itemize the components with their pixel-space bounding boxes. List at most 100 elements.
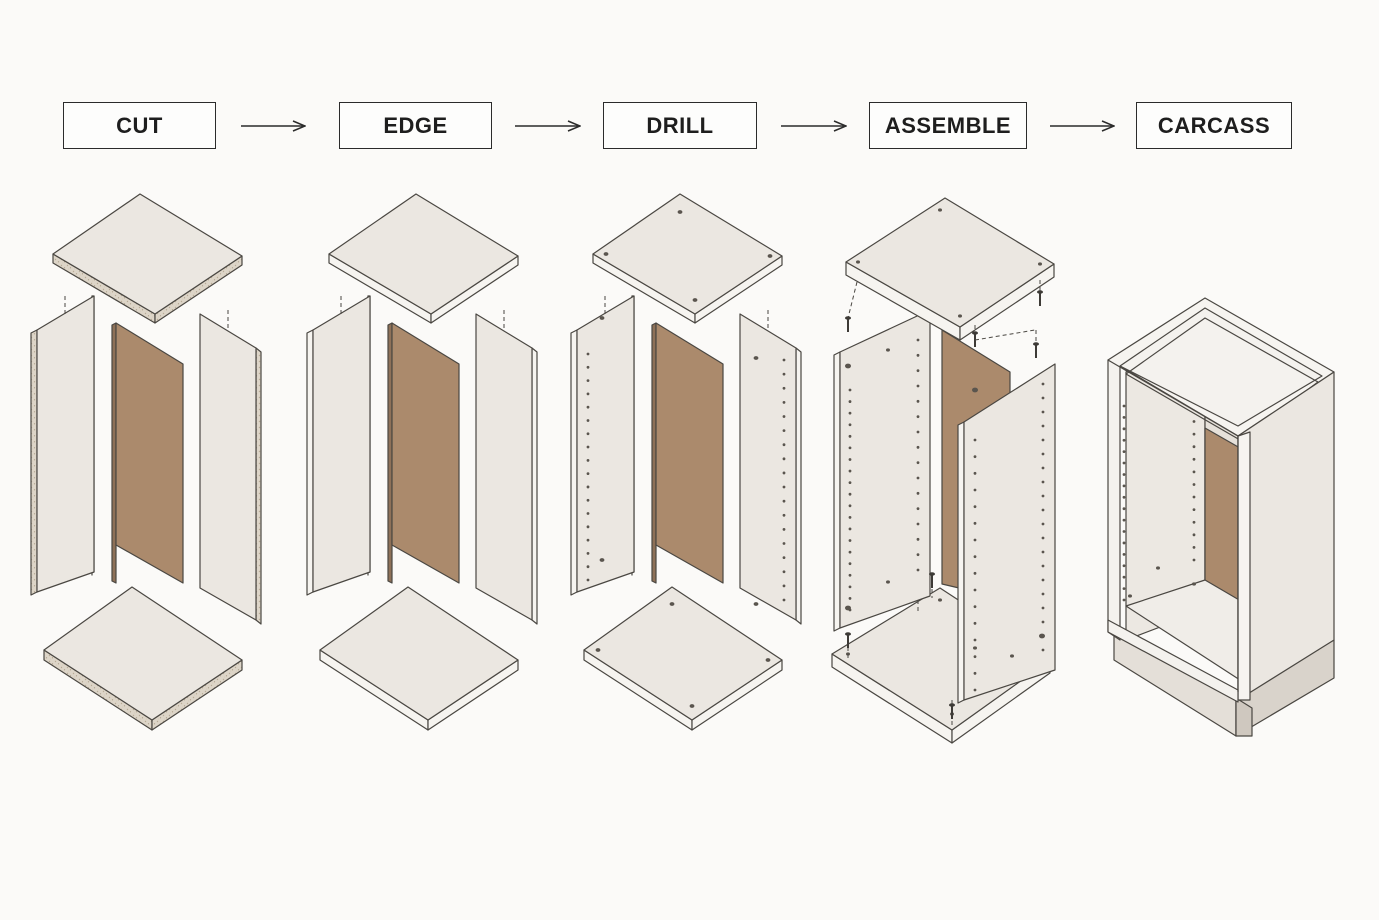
shelf-pin-hole	[1192, 470, 1196, 474]
shelf-pin-hole	[973, 438, 977, 442]
back-panel-face	[391, 322, 460, 584]
shelf-pin-hole	[1192, 508, 1196, 512]
shelf-pin-hole	[1192, 420, 1196, 423]
shelf-pin-hole	[848, 539, 852, 542]
shelf-pin-hole	[1041, 606, 1045, 610]
shelf-pin-hole	[1122, 518, 1126, 522]
back-panel-edge	[111, 322, 117, 584]
panel-edge	[795, 347, 802, 625]
shelf-pin-hole	[586, 485, 590, 489]
shelf-pin-hole	[1041, 396, 1045, 400]
panel-face	[839, 309, 931, 629]
shelf-pin-hole	[1122, 598, 1126, 602]
shelf-pin-hole	[1041, 522, 1045, 526]
shelf-pin-hole	[782, 556, 786, 560]
hole	[689, 704, 695, 708]
shelf-pin-hole	[782, 542, 786, 545]
board-face	[328, 193, 519, 315]
shelf-pin-hole	[1041, 452, 1045, 456]
right-side-panel	[739, 313, 802, 625]
hole	[958, 314, 962, 318]
shelf-pin-hole	[1122, 552, 1126, 556]
hole	[677, 210, 683, 214]
hole	[1156, 566, 1160, 570]
hole	[845, 363, 851, 369]
top-panel	[592, 193, 783, 324]
left-stile	[1107, 359, 1121, 641]
shelf-pin-hole	[848, 504, 852, 508]
shelf-pin-hole	[848, 573, 852, 577]
shelf-pin-hole	[916, 553, 920, 557]
back-panel	[111, 322, 184, 584]
shelf-pin-hole	[1192, 445, 1196, 449]
shelf-pin-hole	[782, 485, 786, 489]
shelf-pin-hole	[1192, 520, 1196, 524]
stage-drill-panels	[570, 193, 802, 731]
shelf-pin-hole	[586, 525, 590, 529]
shelf-pin-hole	[586, 445, 590, 449]
shelf-pin-hole	[586, 538, 590, 542]
shelf-pin-hole	[916, 537, 920, 541]
shelf-pin-hole	[973, 555, 977, 559]
board-face	[583, 586, 783, 721]
shelf-pin-hole	[1122, 484, 1126, 488]
left-side-panel	[570, 295, 635, 596]
hole	[692, 298, 698, 302]
shelf-pin-hole	[1192, 483, 1196, 486]
bottom-panel	[43, 586, 243, 731]
shelf-pin-hole	[848, 446, 852, 450]
plinth-corner	[1235, 697, 1253, 737]
shelf-pin-hole	[1041, 424, 1045, 428]
shelf-pin-hole	[916, 568, 920, 572]
shelf-pin-hole	[848, 411, 852, 415]
panel-edge	[255, 347, 262, 625]
hole	[1128, 594, 1132, 598]
hole	[1010, 654, 1014, 658]
shelf-pin-hole	[973, 605, 977, 609]
top-panel-inner	[1119, 307, 1323, 427]
shelf-pin-hole	[586, 498, 590, 502]
hole	[1192, 582, 1196, 586]
shelf-pin-hole	[973, 655, 977, 659]
shelf-pin-hole	[973, 455, 977, 459]
shelf-pin-hole	[586, 472, 590, 476]
shelf-pin-hole	[1041, 466, 1045, 470]
board-face	[43, 586, 243, 721]
shelf-pin-hole	[1041, 620, 1045, 624]
shelf-pin-hole	[973, 505, 977, 509]
shelf-pin-hole	[586, 432, 590, 436]
screw-icon	[929, 572, 935, 588]
shelf-pin-hole	[1041, 536, 1045, 540]
shelf-pin-hole	[1122, 416, 1126, 419]
left-side-panel	[833, 309, 931, 632]
shelf-pin-hole	[586, 419, 590, 422]
panel-face	[199, 313, 257, 621]
shelf-pin-hole	[1041, 578, 1045, 582]
shelf-pin-hole	[1122, 507, 1126, 511]
right-side-panel	[475, 313, 538, 625]
shelf-pin-hole	[1122, 564, 1126, 568]
screw-icon	[1033, 342, 1039, 358]
hole	[753, 602, 759, 606]
shelf-pin-hole	[1041, 648, 1045, 652]
board-face	[592, 193, 783, 315]
bottom-panel	[583, 586, 783, 731]
shelf-pin-hole	[916, 491, 920, 495]
shelf-pin-hole	[973, 638, 977, 642]
shelf-pin-hole	[1041, 494, 1045, 498]
panel-edge	[833, 351, 841, 632]
stage-assemble-panels	[831, 197, 1056, 744]
shelf-pin-hole	[973, 621, 977, 625]
shelf-pin-hole	[848, 400, 852, 403]
shelf-pin-hole	[848, 492, 852, 496]
hole	[1039, 633, 1045, 639]
shelf-pin-hole	[782, 457, 786, 461]
back-panel	[387, 322, 460, 584]
shelf-pin-hole	[1041, 508, 1045, 512]
shelf-pin-hole	[1192, 533, 1196, 537]
shelf-pin-hole	[1122, 450, 1126, 454]
shelf-pin-hole	[1041, 480, 1045, 484]
shelf-pin-hole	[1192, 558, 1196, 562]
shelf-pin-hole	[782, 584, 786, 588]
